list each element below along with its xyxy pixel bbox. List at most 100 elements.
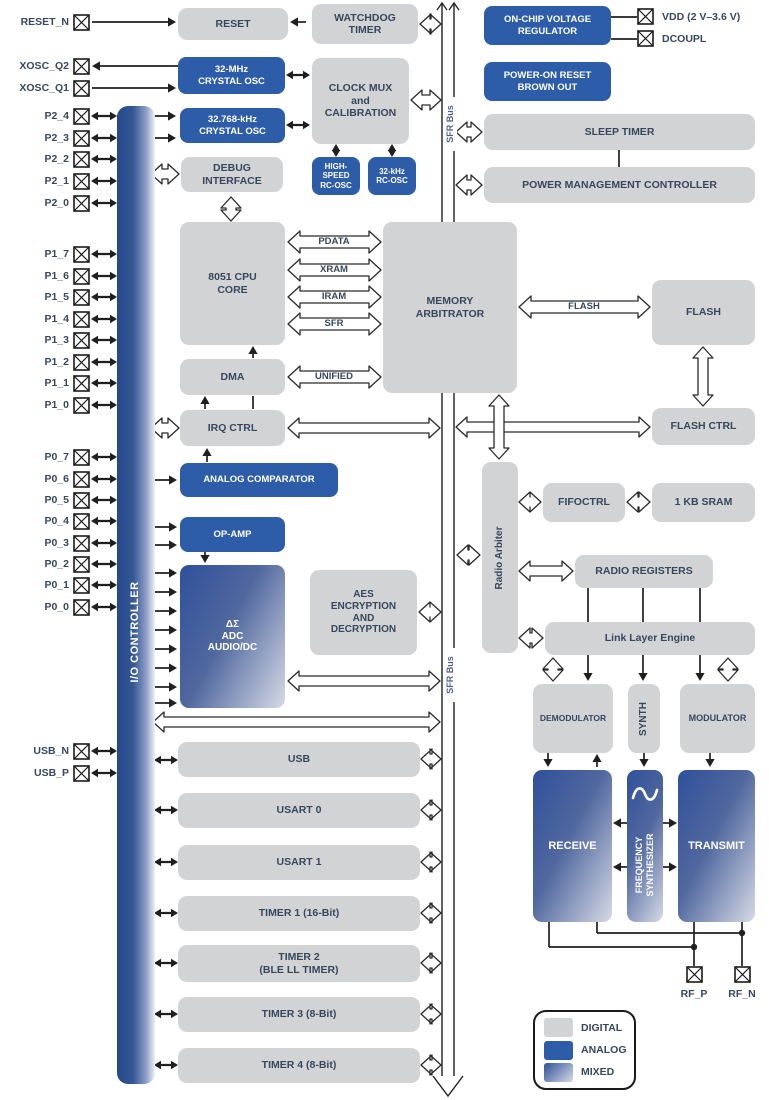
bar-peripheral-arrow [171,1060,178,1070]
clockmux-rc32k-arrow [387,150,397,157]
pin-p2-0 [73,195,90,212]
arrowhead [92,61,100,71]
block-vreg: ON-CHIP VOLTAGE REGULATOR [484,6,611,45]
legend-item: ANALOG [544,1040,634,1060]
peripheral-bus-arrow [420,1003,442,1025]
pin-bar-arrow [110,198,117,208]
bar-peripheral-arrow [171,958,178,968]
block-adc: ΔΣ ADC AUDIO/DC [180,565,285,708]
arrowhead [613,818,621,828]
block-flash: FLASH [652,280,755,345]
pin-label: P1_6 [44,270,69,282]
pin-bar-arrow [110,559,117,569]
pin-p1-6 [73,268,90,285]
block-osc32m: 32-MHz CRYSTAL OSC [178,57,285,94]
pin-box-icon [73,14,90,31]
legend-item: DIGITAL [544,1018,634,1038]
arrowhead [543,759,553,767]
pin-p2-3 [73,130,90,147]
block-usart1: USART 1 [178,845,420,880]
pin-bar-arrow [91,538,98,548]
pin-box-icon [73,246,90,263]
pin-box-icon [73,535,90,552]
pin-label: RF_P [680,988,708,1000]
bus-arrow-label: XRAM [320,264,348,275]
pin-box-icon [73,108,90,125]
legend-label: MIXED [581,1066,615,1079]
junction-dot [690,943,698,951]
block-osc32k: 32.768-kHz CRYSTAL OSC [180,108,285,143]
pin-box-icon [73,130,90,147]
pin-box-icon [73,599,90,616]
pin-bar-arrow [110,495,117,505]
pin-bar-arrow [91,292,98,302]
block-mod: MODULATOR [680,684,755,753]
pin-label: P1_2 [44,356,69,368]
block-timer4: TIMER 4 (8-Bit) [178,1048,420,1083]
pin-p0-3 [73,535,90,552]
peripheral-bus-arrow [420,952,442,974]
arrowhead [169,475,177,485]
pin-box-icon [73,397,90,414]
arrowhead [169,606,177,616]
pin-p1-5 [73,289,90,306]
arrowhead [169,663,177,673]
pin-label: P1_3 [44,334,69,346]
pin-box-icon [73,289,90,306]
peripheral-bus-arrow [420,799,442,821]
block-clockmux: CLOCK MUX and CALIBRATION [312,58,409,144]
block-freqsynth-label: FREQUENCY SYNTHESIZER [634,833,655,897]
pin-p0-6 [73,471,90,488]
bar-irq-arrow [150,417,180,439]
pin-box-icon [73,173,90,190]
block-aes: AES ENCRYPTION AND DECRYPTION [310,570,417,655]
pin-bar-arrow [110,538,117,548]
peripheral-bus-arrow [420,902,442,924]
sfr-bus-bottom-arrow [432,1075,464,1098]
block-timer3: TIMER 3 (8-Bit) [178,997,420,1032]
pin-bar-arrow [110,335,117,345]
clockmux-hsrc-arrow [331,144,341,151]
pin-box-icon [73,492,90,509]
pin-label: P0_4 [44,515,69,527]
sfr-bus-bottom-arrow [433,1076,463,1096]
pin-p2-4 [73,108,90,125]
pin-p0-1 [73,577,90,594]
pin-label: DCOUPL [662,33,707,45]
pin-box-icon [73,471,90,488]
peripheral-bus-arrow [420,748,442,770]
block-lle: Link Layer Engine [545,622,755,655]
pin-label: P1_5 [44,291,69,303]
arrowhead [168,111,176,121]
pin-label: P0_5 [44,494,69,506]
arrowhead [200,555,210,563]
pin-box-icon [734,966,751,983]
legend-swatch-analog [544,1040,573,1060]
pin-usb-n [73,743,90,760]
bar-peripheral-arrow [154,908,161,918]
block-por: POWER-ON RESET BROWN OUT [484,62,611,101]
pin-box-icon [686,966,703,983]
flash-bus-arrow [518,295,651,319]
io-controller-bar [117,106,155,1084]
clockmux-hsrc-arrow [331,150,341,157]
arrowhead [202,448,212,456]
unified-arrow [287,365,382,389]
pin-label: P2_2 [44,153,69,165]
pin-bar-arrow [110,176,117,186]
memarb-radioarb-arrow [488,394,510,460]
pdata-arrow [287,230,382,254]
pin-box-icon [73,80,90,97]
pin-box-icon [73,354,90,371]
pin-p1-7 [73,246,90,263]
pin-bar-arrow [91,314,98,324]
pin-label: P0_7 [44,451,69,463]
block-hsrcosc: HIGH- SPEED RC-OSC [312,157,360,195]
arrowhead [169,644,177,654]
aes-bus-arrow [418,601,442,623]
block-debug: DEBUG INTERFACE [181,157,283,192]
pin-bar-arrow [91,335,98,345]
pin-bar-arrow [110,474,117,484]
osc32m-clockmux-arrow [286,70,293,80]
